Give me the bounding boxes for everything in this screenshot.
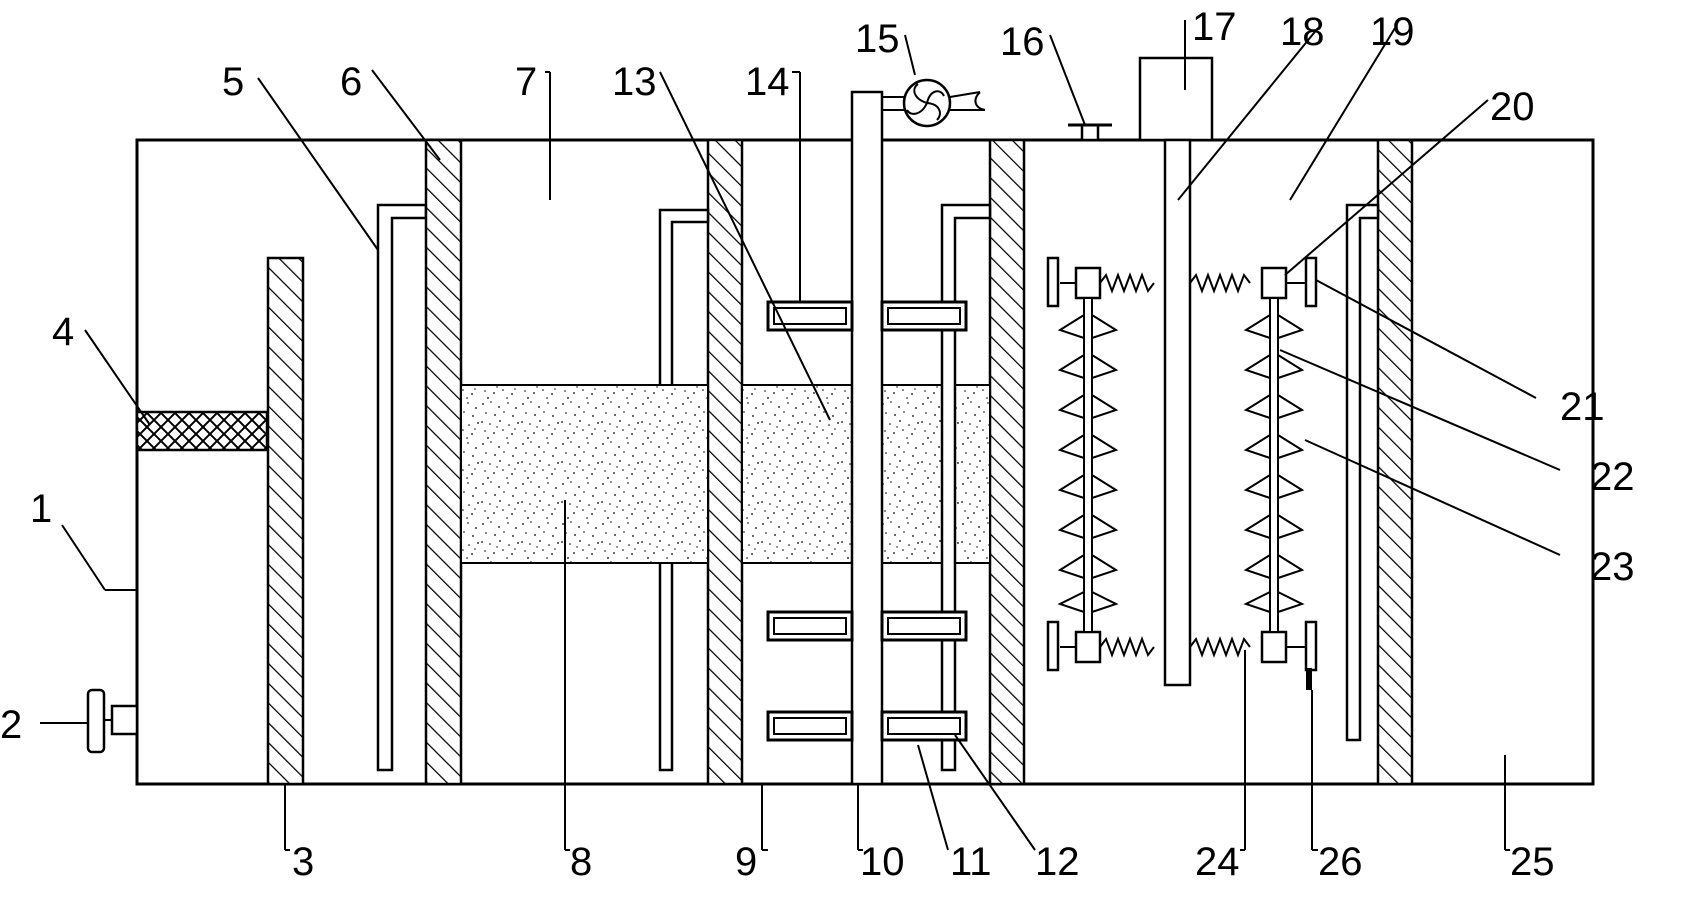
- outlet-pipe: [1345, 203, 1380, 742]
- label-1: 1: [30, 487, 52, 531]
- partition-wall-b: [988, 138, 1026, 786]
- partition-wall-a: [706, 138, 744, 786]
- label-16: 16: [1000, 20, 1045, 64]
- label-6: 6: [340, 60, 362, 104]
- label-21: 21: [1560, 385, 1605, 429]
- label-7: 7: [515, 60, 537, 104]
- label-24: 24: [1195, 840, 1240, 884]
- scraper-assembly: [1046, 256, 1318, 690]
- label-23: 23: [1590, 545, 1635, 589]
- label-14: 14: [745, 60, 790, 104]
- vent-valve: [1068, 123, 1112, 142]
- aeration-shaft: [850, 90, 884, 786]
- label-4: 4: [52, 310, 74, 354]
- label-2: 2: [0, 703, 22, 747]
- baffle-plate: [266, 256, 305, 786]
- label-13: 13: [612, 60, 657, 104]
- screen-mesh: [135, 410, 269, 452]
- label-20: 20: [1490, 85, 1535, 129]
- drive-shaft: [1163, 138, 1192, 687]
- label-17: 17: [1192, 5, 1237, 49]
- filter-layer-8: [460, 384, 709, 564]
- aerator-disc-mid: [766, 610, 968, 642]
- label-22: 22: [1590, 455, 1635, 499]
- overflow-pipe-7: [658, 208, 710, 772]
- motor: [1138, 56, 1214, 142]
- inlet-valve: [86, 688, 139, 754]
- aerator-disc-bottom: [766, 710, 968, 742]
- label-3: 3: [292, 840, 314, 884]
- leader-lines: [40, 20, 1561, 851]
- label-5: 5: [222, 60, 244, 104]
- label-26: 26: [1318, 840, 1363, 884]
- label-11: 11: [950, 840, 992, 884]
- label-15: 15: [855, 17, 900, 61]
- label-12: 12: [1035, 840, 1080, 884]
- label-9: 9: [735, 840, 757, 884]
- partition-wall-c: [1376, 138, 1414, 786]
- overflow-pipe-5: [376, 203, 428, 772]
- label-8: 8: [570, 840, 592, 884]
- pump-icon: [902, 78, 986, 128]
- aerator-disc-top: [766, 300, 968, 332]
- label-18: 18: [1280, 10, 1325, 54]
- label-19: 19: [1370, 10, 1415, 54]
- partition-wall-6: [424, 138, 463, 786]
- label-25: 25: [1510, 840, 1555, 884]
- label-10: 10: [860, 840, 905, 884]
